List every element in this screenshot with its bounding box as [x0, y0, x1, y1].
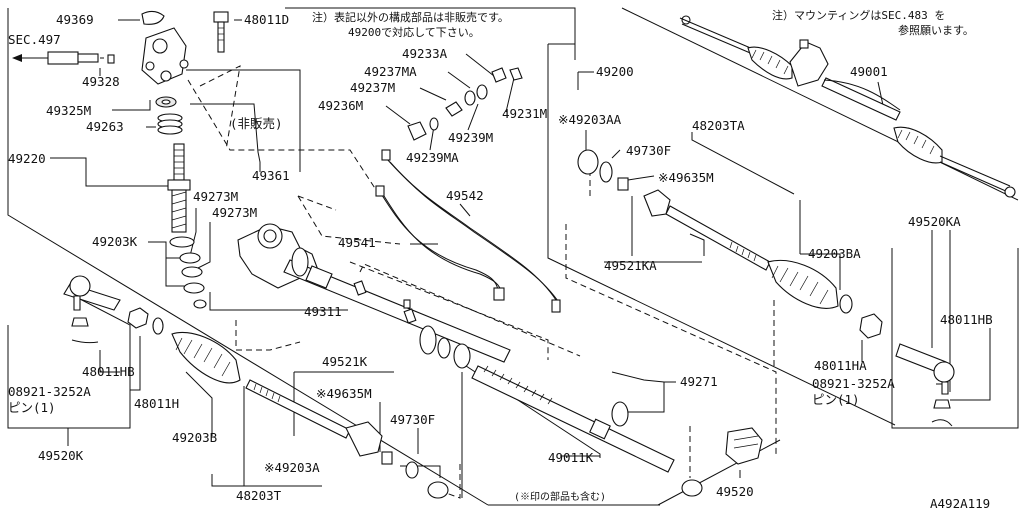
label-49311: 49311: [304, 304, 342, 319]
label-49520: 49520: [716, 484, 754, 499]
small-valve-parts: [407, 67, 523, 141]
label-49237MA: 49237MA: [364, 64, 417, 79]
label-49233A: 49233A: [402, 46, 448, 61]
seals-49273M: [179, 252, 207, 309]
label-49361: 49361: [252, 168, 290, 183]
label-49001: 49001: [850, 64, 888, 79]
label-48203T: 48203T: [236, 488, 282, 503]
boot-49520: [725, 427, 763, 465]
label-hihanbai: (非販売): [230, 116, 283, 131]
inner-tie-rod-49521KA: [577, 149, 771, 271]
note-mounting-1: 注）マウンティングはSEC.483 を: [772, 8, 945, 22]
label-49200: 49200: [596, 64, 634, 79]
label-49541: 49541: [338, 235, 376, 250]
label-49203A: ※49203A: [264, 460, 320, 475]
label-pin-right: ピン(1): [812, 392, 860, 407]
nut-48011H: [127, 307, 149, 329]
label-49271: 49271: [680, 374, 718, 389]
frame-lines: [7, 7, 1019, 506]
bolt-sec497: [47, 51, 99, 65]
label-49635M-bottom: ※49635M: [316, 386, 372, 401]
label-49542: 49542: [446, 188, 484, 203]
labels: 注）表記以外の構成部品は非販売です。 49200で対応して下さい。 注）マウンテ…: [8, 8, 993, 511]
boot-49203B: [171, 332, 241, 384]
label-49236M: 49236M: [318, 98, 363, 113]
label-49239M: 49239M: [448, 130, 493, 145]
rack-seals: [419, 325, 703, 497]
label-49369: 49369: [56, 12, 94, 27]
nut-48011HA: [859, 313, 883, 339]
tie-rod-end-49520K: [63, 275, 121, 344]
label-49328: 49328: [82, 74, 120, 89]
boot-49203BA: [767, 260, 853, 314]
label-49635M-right: ※49635M: [658, 170, 714, 185]
note-main-2: 49200で対応して下さい。: [348, 25, 480, 39]
label-49231M: 49231M: [502, 106, 547, 121]
label-49521KA: 49521KA: [604, 258, 657, 273]
tie-rod-end-49520KA: [895, 343, 955, 427]
valve-housing: [141, 27, 189, 85]
diagram-code: A492A119: [930, 496, 990, 511]
label-48203TA: 48203TA: [692, 118, 745, 133]
label-49011K: 49011K: [548, 450, 594, 465]
leader-lines: [12, 19, 991, 498]
label-49220: 49220: [8, 151, 46, 166]
label-49520KA: 49520KA: [908, 214, 961, 229]
spring-49263: [157, 113, 183, 135]
label-49730F-bottom: 49730F: [390, 412, 435, 427]
label-49203AA: ※49203AA: [558, 112, 622, 127]
label-49730F-right: 49730F: [626, 143, 671, 158]
label-sec497: SEC.497: [8, 32, 61, 47]
seal-49325M: [155, 96, 177, 108]
label-49203K: 49203K: [92, 234, 138, 249]
pinion-49220: [167, 143, 195, 248]
label-49521K: 49521K: [322, 354, 368, 369]
label-49520K: 49520K: [38, 448, 84, 463]
label-49325M: 49325M: [46, 103, 91, 118]
steering-gear-assembly-49001: [679, 15, 1016, 198]
rack-49011K: [471, 365, 675, 473]
hydraulic-lines: [375, 149, 561, 313]
note-mounting-2: 参照願います。: [898, 23, 974, 37]
label-48011D: 48011D: [244, 12, 289, 27]
bolt-48011D: [213, 11, 229, 53]
label-48011HB-right: 48011HB: [940, 312, 993, 327]
label-48011H: 48011H: [134, 396, 179, 411]
label-48011HA: 48011HA: [814, 358, 867, 373]
label-49273M-2: 49273M: [212, 205, 257, 220]
label-49203B: 49203B: [172, 430, 217, 445]
label-08921-left: 08921-3252A: [8, 384, 91, 399]
gear-housing-49311: [237, 223, 511, 363]
inner-tie-rod-49521K: [245, 379, 449, 499]
label-included-note: (※印の部品も含む): [514, 490, 606, 503]
clip-49369: [141, 10, 165, 25]
label-49263: 49263: [86, 119, 124, 134]
label-08921-right: 08921-3252A: [812, 376, 895, 391]
note-main-1: 注）表記以外の構成部品は非販売です。: [312, 10, 509, 24]
label-49237M: 49237M: [350, 80, 395, 95]
plug-49328: [107, 54, 115, 64]
label-49273M-1: 49273M: [193, 189, 238, 204]
ring-left: [152, 317, 164, 335]
label-49239MA: 49239MA: [406, 150, 459, 165]
label-pin-left: ピン(1): [8, 400, 56, 415]
